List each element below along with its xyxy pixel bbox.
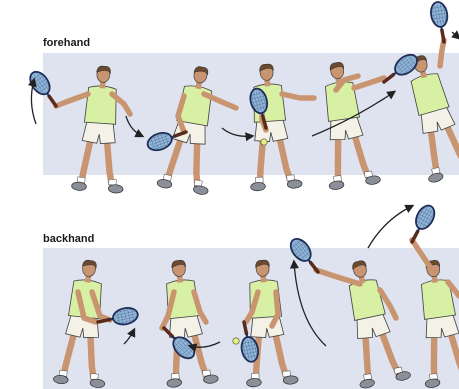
- forehand-arm-5: [440, 40, 444, 66]
- forehand-player-3: [242, 62, 302, 191]
- forehand-arrow-3: [222, 128, 252, 136]
- forehand-arm-1: [56, 94, 88, 106]
- forehand-ball: [261, 139, 267, 145]
- backhand-player-1: [53, 258, 117, 388]
- backhand-ball: [233, 338, 239, 344]
- backhand-racket-4: [287, 235, 325, 277]
- backhand-arrow-4: [368, 206, 412, 248]
- forehand-player-2: [157, 63, 230, 196]
- backhand-arm-4: [316, 270, 360, 284]
- backhand-arrow-1: [124, 330, 134, 344]
- forehand-arm-4: [354, 78, 384, 88]
- backhand-player-4: [335, 256, 412, 389]
- forehand-arrow-2: [126, 116, 142, 136]
- forehand-racket-5: [429, 1, 452, 44]
- forehand-arrow-5: [452, 32, 459, 38]
- forehand-arm-3b: [282, 94, 314, 98]
- backhand-player-5: [408, 257, 459, 389]
- backhand-arm-5: [412, 240, 432, 270]
- forehand-player-1: [71, 65, 131, 194]
